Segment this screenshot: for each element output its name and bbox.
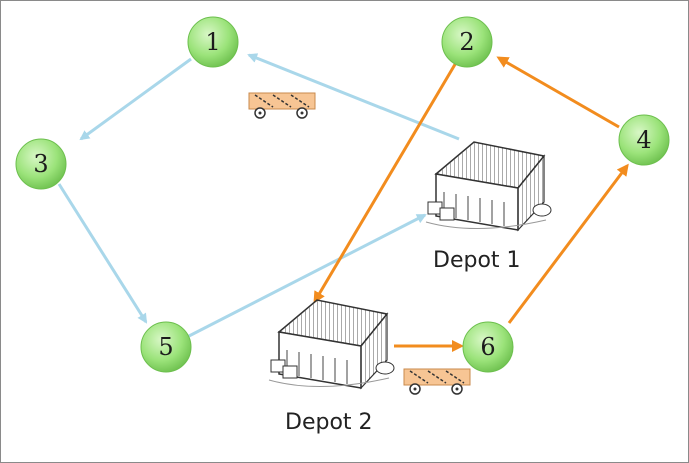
- node-1: 1: [187, 16, 239, 68]
- depot-2: Depot 2: [268, 299, 395, 435]
- node-2-label: 2: [459, 28, 474, 56]
- edge-depot1-to-1: [247, 53, 460, 141]
- node-6-label: 6: [480, 333, 495, 361]
- node-4: 4: [618, 114, 670, 166]
- edge-6-to-4: [507, 163, 629, 324]
- warehouse-icon: [268, 299, 395, 390]
- depot-1: Depot 1: [425, 141, 552, 273]
- edge-3-to-5: [57, 183, 148, 324]
- node-1-label: 1: [205, 28, 220, 56]
- node-5: 5: [140, 321, 192, 373]
- edge-5-to-depot1: [188, 213, 427, 338]
- depot-2-label: Depot 2: [285, 410, 373, 435]
- node-4-label: 4: [636, 126, 651, 154]
- node-2: 2: [441, 16, 493, 68]
- truck-icon: [248, 92, 316, 119]
- node-5-label: 5: [158, 333, 173, 361]
- warehouse-icon: [425, 141, 552, 232]
- node-3: 3: [15, 138, 67, 190]
- edge-4-to-2: [496, 56, 620, 129]
- edge-2-to-depot2: [313, 60, 459, 304]
- route-depot-2: [313, 56, 629, 352]
- edge-1-to-3: [79, 57, 192, 141]
- depot-1-label: Depot 1: [433, 248, 521, 273]
- node-6: 6: [462, 321, 514, 373]
- truck-icon: [403, 368, 471, 395]
- route-depot-1: [57, 53, 460, 338]
- node-3-label: 3: [33, 150, 48, 178]
